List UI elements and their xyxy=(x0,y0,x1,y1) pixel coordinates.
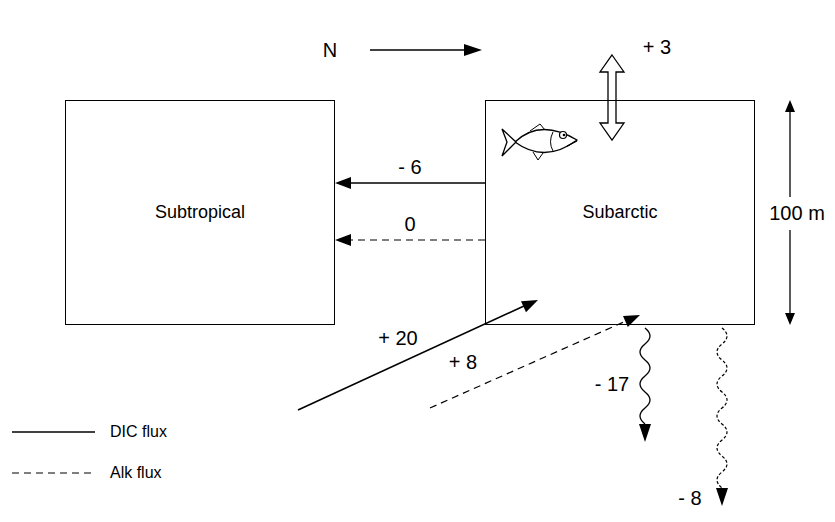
region-name: Subarctic xyxy=(582,202,657,223)
depth-arrow-head xyxy=(785,100,795,112)
depth-line xyxy=(789,230,790,321)
alk-upwelling-head xyxy=(623,315,640,327)
north-arrow-head xyxy=(464,44,482,56)
fish-fin xyxy=(530,124,545,131)
fish-pupil xyxy=(563,134,566,137)
flux-value: - 17 xyxy=(595,373,629,395)
arrow-head xyxy=(335,177,351,189)
fish-mouth xyxy=(567,141,577,146)
legend-solid-line xyxy=(12,431,95,433)
flux-value: 0 xyxy=(401,213,418,235)
fish-tail xyxy=(502,129,516,156)
legend-text: Alk flux xyxy=(110,464,162,482)
legend-text: DIC flux xyxy=(110,423,167,441)
flux-arrow xyxy=(335,234,485,246)
dic-export-head xyxy=(639,424,651,442)
flux-value: + 3 xyxy=(643,36,671,58)
flux-value: + 8 xyxy=(449,351,477,373)
flux-value: + 20 xyxy=(378,327,417,349)
north-arrow xyxy=(370,49,466,51)
flux-value: - 6 xyxy=(395,156,424,178)
dic-export-wave xyxy=(640,328,650,424)
flux-value: - 8 xyxy=(678,487,701,509)
air-sea-arrow xyxy=(600,55,624,140)
fish-eye xyxy=(560,132,567,139)
dic-upwelling-arrow xyxy=(298,306,524,410)
region-box: Subtropical xyxy=(65,100,335,325)
flux-arrow xyxy=(335,177,485,189)
depth-line xyxy=(789,104,790,197)
depth-arrow-head xyxy=(785,313,795,325)
flux-arrow-line xyxy=(349,182,485,184)
fish-body xyxy=(515,129,577,152)
fish-gill xyxy=(551,132,554,151)
flux-value: N xyxy=(323,39,337,61)
dic-upwelling-head xyxy=(521,300,538,312)
alk-export-head xyxy=(716,488,728,506)
fish-fin xyxy=(533,152,543,160)
arrow-head xyxy=(335,234,351,246)
legend-dashed-line xyxy=(12,472,95,473)
flux-value: 100 m xyxy=(769,202,825,224)
region-name: Subtropical xyxy=(155,202,245,223)
flux-arrow-line xyxy=(349,239,485,240)
alk-export-wave xyxy=(717,328,727,488)
region-box: Subarctic xyxy=(485,100,755,325)
